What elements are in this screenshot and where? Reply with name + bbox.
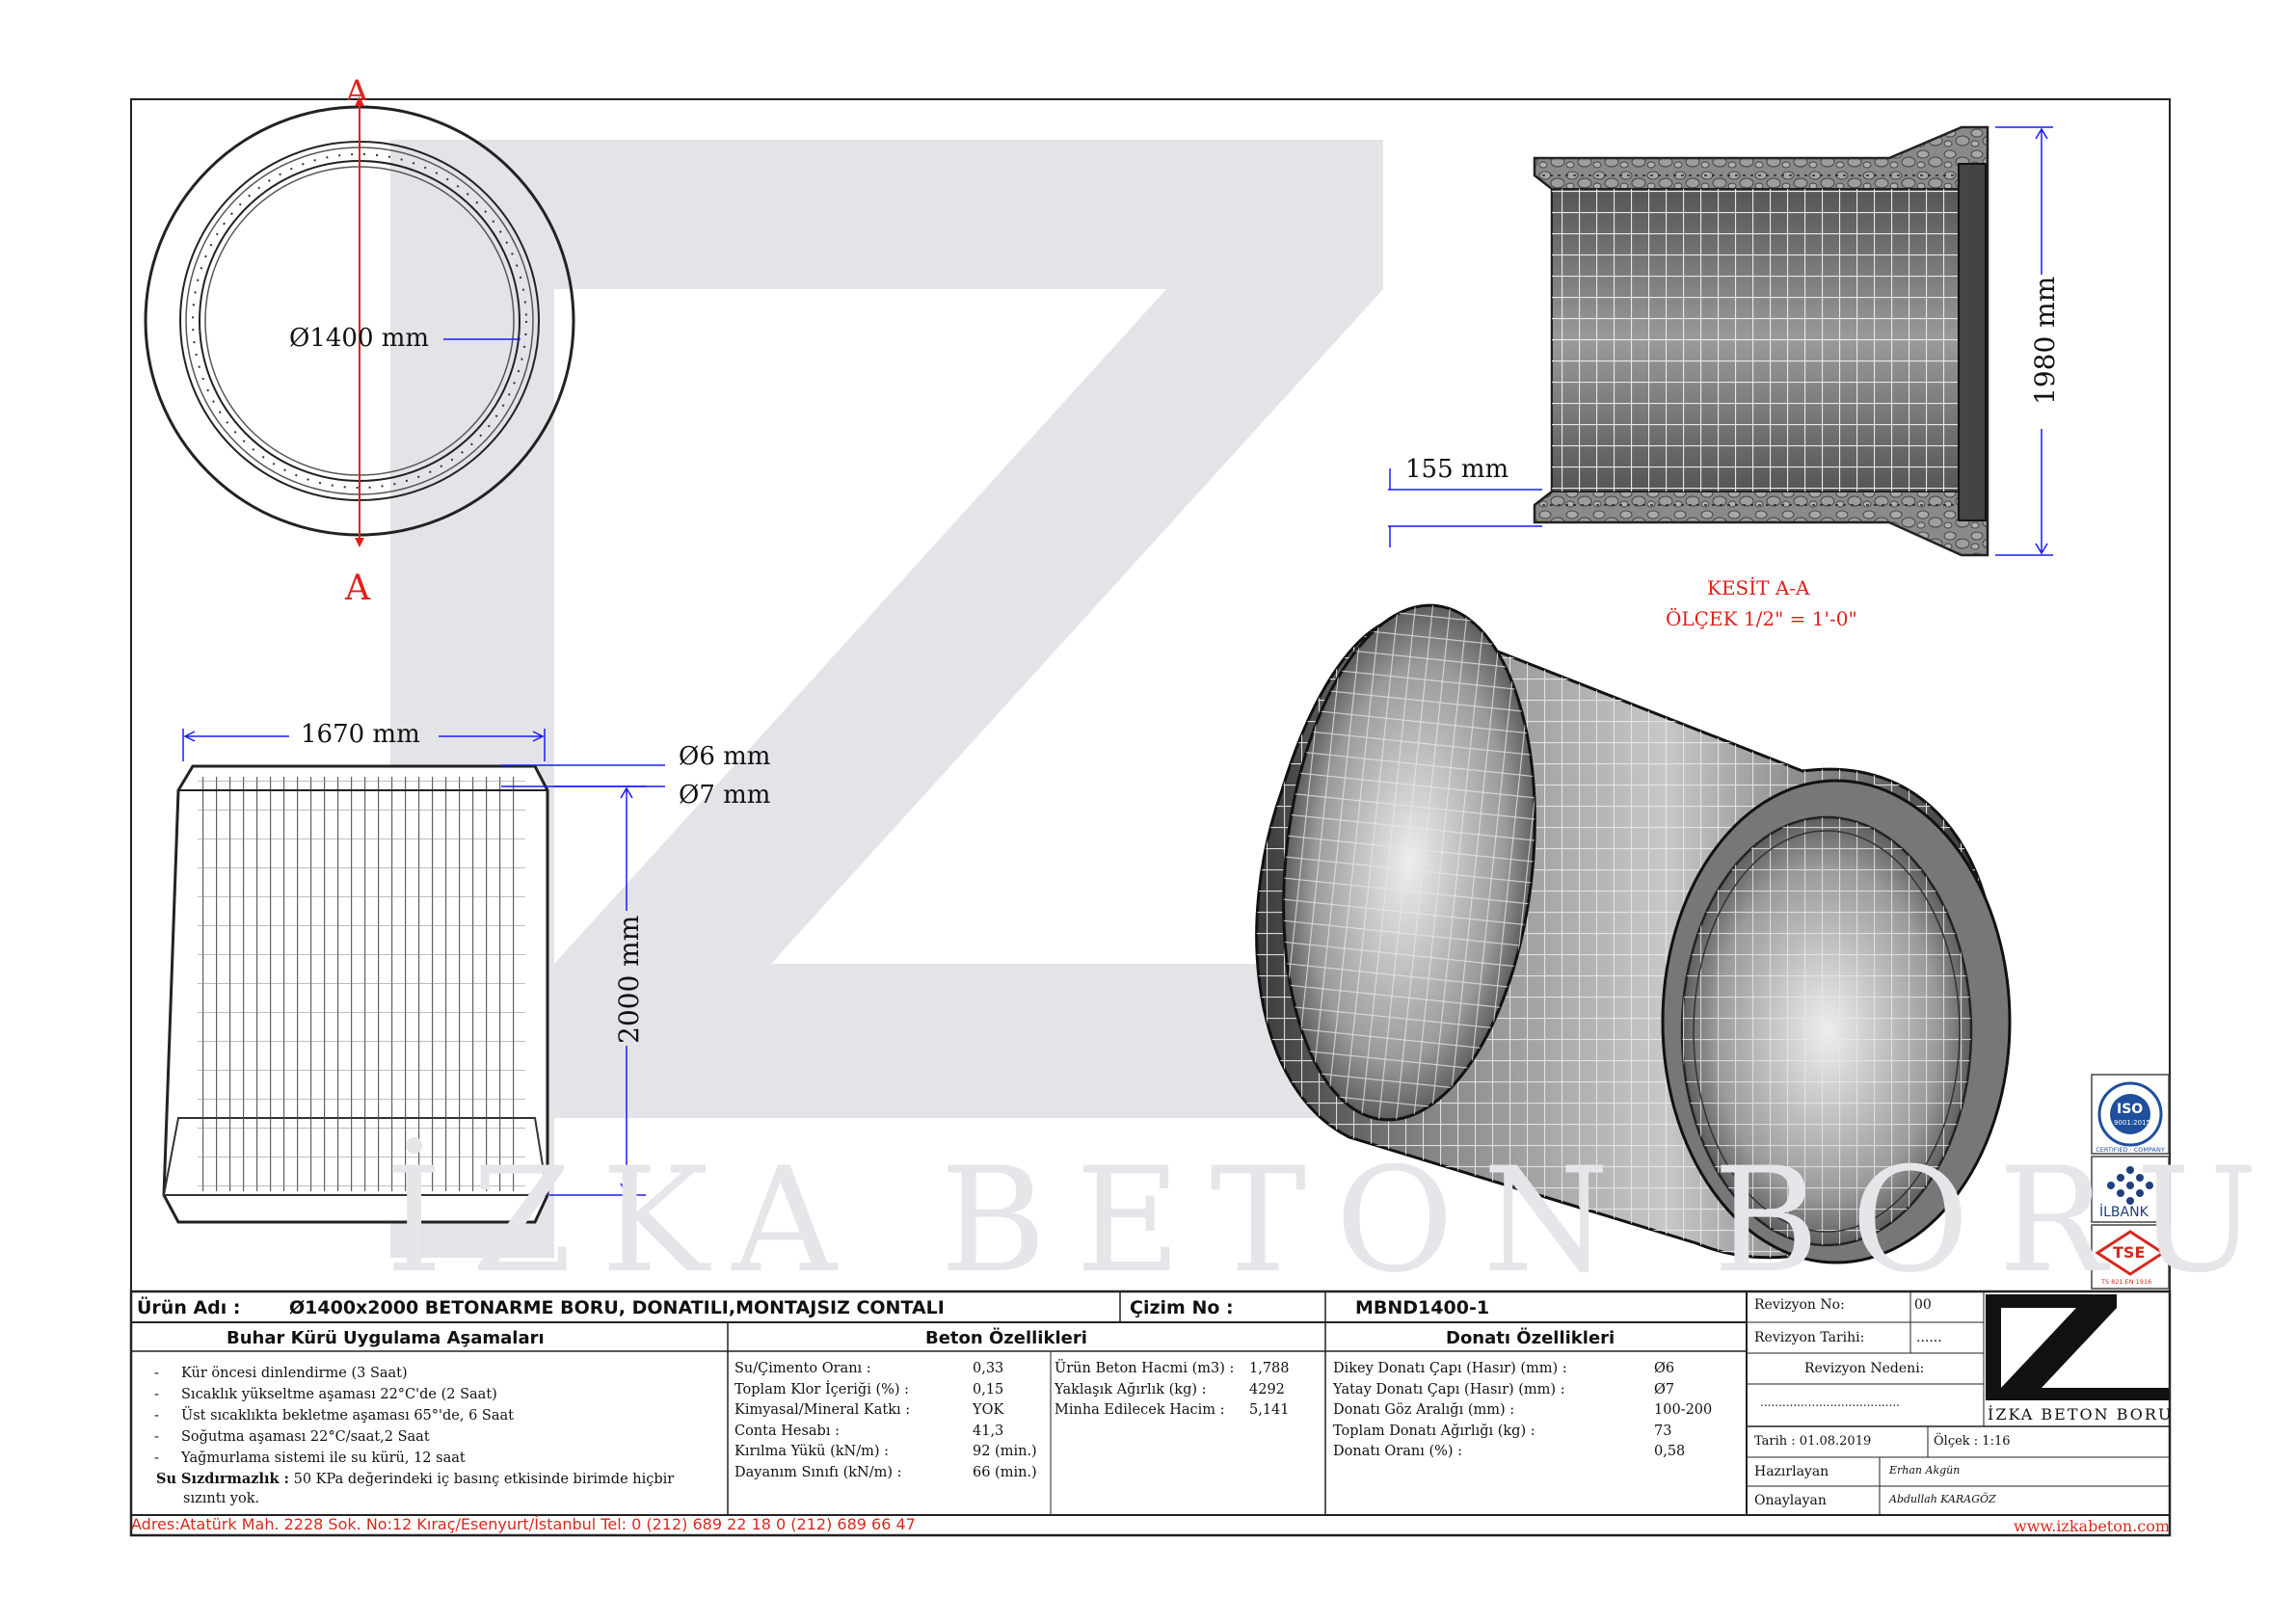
section-dimensions (1388, 126, 2053, 556)
section-mark-bottom: A (345, 569, 370, 608)
concrete-right-list: Ürün Beton Hacmi (m3) :1,788 Yaklaşık Ağ… (1055, 1359, 1324, 1422)
concrete-row: Kimyasal/Mineral Katkı :YOK (734, 1402, 1004, 1418)
company-logo (1986, 1294, 2169, 1400)
steam-cure-step: Üst sıcaklıkta bekletme aşaması 65°'de, … (154, 1405, 514, 1426)
approved-signature: Abdullah KARAGÖZ (1889, 1493, 1996, 1505)
concrete-row: Su/Çimento Oranı :0,33 (734, 1361, 1004, 1376)
section-title: KESİT A-A (1707, 576, 1810, 599)
ilbank-badge-text: İLBANK (2099, 1205, 2149, 1220)
impermeability-note: Su Sızdırmazlık : 50 KPa değerindeki iç … (156, 1471, 674, 1487)
reinforcement-row: Toplam Donatı Ağırlığı (kg) :73 (1333, 1423, 1672, 1439)
impermeability-text-2: sızıntı yok. (183, 1491, 260, 1506)
company-website-link[interactable]: www.izkabeton.com (2014, 1517, 2170, 1535)
section-view (1533, 125, 1989, 557)
impermeability-text: 50 KPa değerindeki iç basınç etkisinde b… (293, 1472, 675, 1487)
concrete-row: Toplam Klor İçeriği (%) :0,15 (734, 1381, 1004, 1397)
concrete-row: Conta Hesabı :41,3 (734, 1423, 1004, 1439)
concrete-row: Dayanım Sınıfı (kN/m) :66 (min.) (734, 1464, 1037, 1480)
revision-date: ...... (1916, 1330, 1942, 1345)
front-dimensions (182, 729, 665, 1196)
logo-text: İZKA BETON BORU (1988, 1405, 2174, 1423)
scale-field: Ölçek : 1:16 (1934, 1434, 2011, 1449)
product-name: Ø1400x2000 BETONARME BORU, DONATILI,MONT… (289, 1297, 945, 1318)
steam-cure-step: Kür öncesi dinlendirme (3 Saat) (154, 1363, 514, 1384)
pipe-3d-view (1255, 603, 2012, 1264)
reinforcement-row: Dikey Donatı Çapı (Hasır) (mm) :Ø6 (1333, 1361, 1675, 1376)
concrete-row: Minha Edilecek Hacim :5,141 (1055, 1402, 1290, 1418)
title-block-grid (129, 1290, 2172, 1537)
revision-reason-value: ...................................... (1760, 1396, 1900, 1409)
front-height-label: 2000 mm (613, 915, 645, 1044)
watermark-text: İZKA BETON BORU (386, 1137, 2287, 1305)
revision-no-label: Revizyon No: (1754, 1297, 1845, 1313)
prepared-signature: Erhan Akgün (1889, 1464, 1961, 1477)
section-arrow-top (355, 96, 364, 106)
reinforcement-row: Donatı Göz Aralığı (mm) :100-200 (1333, 1402, 1713, 1418)
concrete-row: Ürün Beton Hacmi (m3) :1,788 (1055, 1361, 1290, 1376)
iso-badge (2091, 1074, 2170, 1155)
tse-badge-text: TSE (2113, 1243, 2146, 1262)
concrete-row: Yaklaşık Ağırlık (kg) :4292 (1055, 1381, 1285, 1397)
revision-reason-label: Revizyon Nedeni: (1804, 1361, 1925, 1376)
approved-label: Onaylayan (1754, 1493, 1827, 1508)
front-view (162, 764, 549, 1224)
product-label: Ürün Adı : (137, 1297, 241, 1318)
iso-badge-text: ISO (2117, 1102, 2144, 1117)
tse-badge (2091, 1224, 2170, 1290)
diameter-label: Ø1400 mm (289, 324, 430, 353)
steam-cure-step: Soğutma aşaması 22°C/saat,2 Saat (154, 1426, 514, 1448)
steam-cure-title: Buhar Kürü Uygulama Aşamaları (227, 1328, 545, 1348)
concrete-left-list: Su/Çimento Oranı :0,33 Toplam Klor İçeri… (734, 1359, 1048, 1483)
section-arrow-bottom (355, 538, 364, 547)
concrete-row: Kırılma Yükü (kN/m) :92 (min.) (734, 1444, 1037, 1459)
concrete-title: Beton Özellikleri (925, 1328, 1087, 1348)
steam-cure-step: Sıcaklık yükseltme aşaması 22°C'de (2 Sa… (154, 1384, 514, 1405)
revision-date-label: Revizyon Tarihi: (1754, 1330, 1865, 1345)
reinforcement-title: Donatı Özellikleri (1446, 1328, 1615, 1348)
tse-badge-standard: TS 821 EN 1916 (2101, 1278, 2152, 1286)
drawing-no: MBND1400-1 (1355, 1297, 1490, 1318)
company-address: Adres:Atatürk Mah. 2228 Sok. No:12 Kıraç… (131, 1515, 916, 1533)
section-mark-top: A (345, 73, 369, 100)
reinforcement-list: Dikey Donatı Çapı (Hasır) (mm) :Ø6 Yatay… (1333, 1359, 1738, 1463)
width-label: 1670 mm (301, 720, 420, 749)
steam-cure-list: Kür öncesi dinlendirme (3 Saat) Sıcaklık… (154, 1363, 514, 1469)
iso-badge-standard: 9001:2015 (2114, 1119, 2150, 1127)
prepared-label: Hazırlayan (1754, 1464, 1829, 1479)
bar-diameter-1: Ø6 mm (679, 742, 771, 771)
section-scale: ÖLÇEK 1/2" = 1'-0" (1666, 607, 1857, 630)
reinforcement-row: Donatı Oranı (%) :0,58 (1333, 1444, 1686, 1459)
reinforcement-row: Yatay Donatı Çapı (Hasır) (mm) :Ø7 (1333, 1381, 1675, 1397)
date-field: Tarih : 01.08.2019 (1754, 1434, 1872, 1449)
drawing-no-label: Çizim No : (1130, 1297, 1234, 1318)
bar-diameter-2: Ø7 mm (679, 781, 771, 810)
section-height-label: 1980 mm (2029, 276, 2061, 405)
iso-badge-ring-text: CERTIFIED · COMPANY (2096, 1146, 2165, 1154)
impermeability-label: Su Sızdırmazlık : (156, 1471, 289, 1487)
revision-no: 00 (1914, 1297, 1932, 1313)
wall-thickness-label: 155 mm (1405, 455, 1509, 484)
ilbank-badge (2091, 1156, 2170, 1223)
steam-cure-step: Yağmurlama sistemi ile su kürü, 12 saat (154, 1448, 514, 1469)
